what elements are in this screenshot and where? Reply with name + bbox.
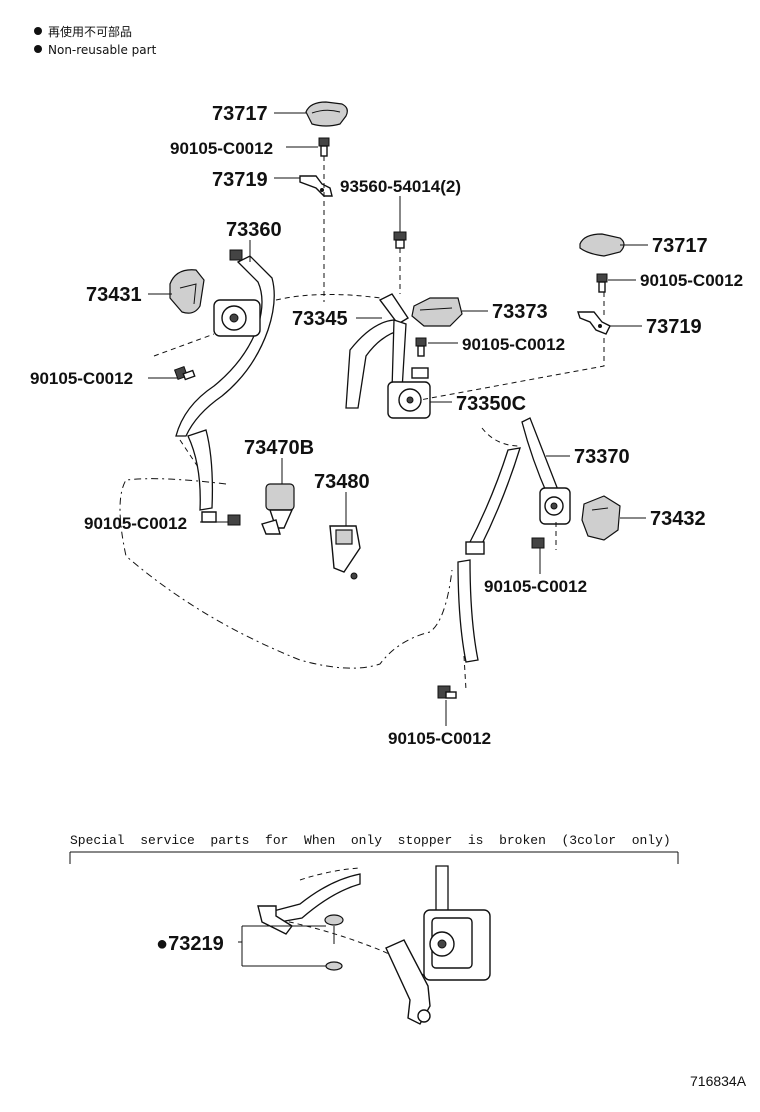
bolt-93560-icon xyxy=(393,231,407,249)
bolt-icon xyxy=(227,514,241,526)
label-73717-top: 73717 xyxy=(212,103,268,125)
part-73345-guide xyxy=(378,293,409,325)
part-73717-right-cover xyxy=(579,233,625,257)
label-90105-f: 90105-C0012 xyxy=(484,577,587,596)
label-73719-right: 73719 xyxy=(646,316,702,338)
part-73373-cover xyxy=(411,297,463,327)
label-73470b: 73470B xyxy=(244,437,314,459)
bolt-icon xyxy=(415,337,427,357)
label-90105-g: 90105-C0012 xyxy=(388,729,491,748)
part-73719-right-bracket xyxy=(577,311,611,335)
part-labels: 73717 90105-C0012 73719 93560-54014(2) 7… xyxy=(30,103,743,748)
label-93560: 93560-54014(2) xyxy=(340,177,461,196)
label-73360: 73360 xyxy=(226,219,282,241)
label-73370: 73370 xyxy=(574,446,630,468)
bolt-icon xyxy=(531,537,545,549)
part-73431-cover xyxy=(169,269,205,314)
part-73432-cover xyxy=(581,495,621,541)
label-90105-b: 90105-C0012 xyxy=(640,271,743,290)
legend-line-en: Non-reusable part xyxy=(48,43,157,57)
bolt-icon xyxy=(596,273,608,293)
label-73431: 73431 xyxy=(86,284,142,306)
label-73719-top: 73719 xyxy=(212,169,268,191)
label-73480: 73480 xyxy=(314,471,370,493)
label-73350c: 73350C xyxy=(456,393,526,415)
legend-line-jp: 再使用不可部品 xyxy=(48,24,132,39)
part-73480-buckle xyxy=(329,525,361,580)
non-reusable-bullet-icon xyxy=(34,27,42,35)
part-73360-left-belt xyxy=(175,249,275,523)
label-73345: 73345 xyxy=(292,308,348,330)
part-73370-right-belt xyxy=(457,417,571,663)
part-73470b-buckle xyxy=(261,483,295,535)
special-caption: Special service parts for When only stop… xyxy=(70,833,671,848)
bolt-icon xyxy=(437,685,457,699)
label-73219: ●73219 xyxy=(156,933,224,955)
label-73373: 73373 xyxy=(492,301,548,323)
bolt-icon xyxy=(318,137,330,157)
non-reusable-bullet-icon xyxy=(34,45,42,53)
label-90105-a: 90105-C0012 xyxy=(170,139,273,158)
legend: 再使用不可部品 Non-reusable part xyxy=(34,24,157,57)
label-73717-right: 73717 xyxy=(652,235,708,257)
part-73717-top-cover xyxy=(305,101,348,127)
illustration-code: 716834A xyxy=(690,1073,747,1089)
label-90105-e: 90105-C0012 xyxy=(84,514,187,533)
label-90105-c: 90105-C0012 xyxy=(462,335,565,354)
label-90105-d: 90105-C0012 xyxy=(30,369,133,388)
leader-lines xyxy=(148,112,648,726)
special-service-section: Special service parts for When only stop… xyxy=(69,833,679,1025)
bolt-icon xyxy=(173,365,196,381)
label-73432: 73432 xyxy=(650,508,706,530)
part-73350c-center-retractor xyxy=(345,319,431,419)
assembly-lines xyxy=(119,156,605,691)
part-73719-top-bracket xyxy=(299,175,333,197)
